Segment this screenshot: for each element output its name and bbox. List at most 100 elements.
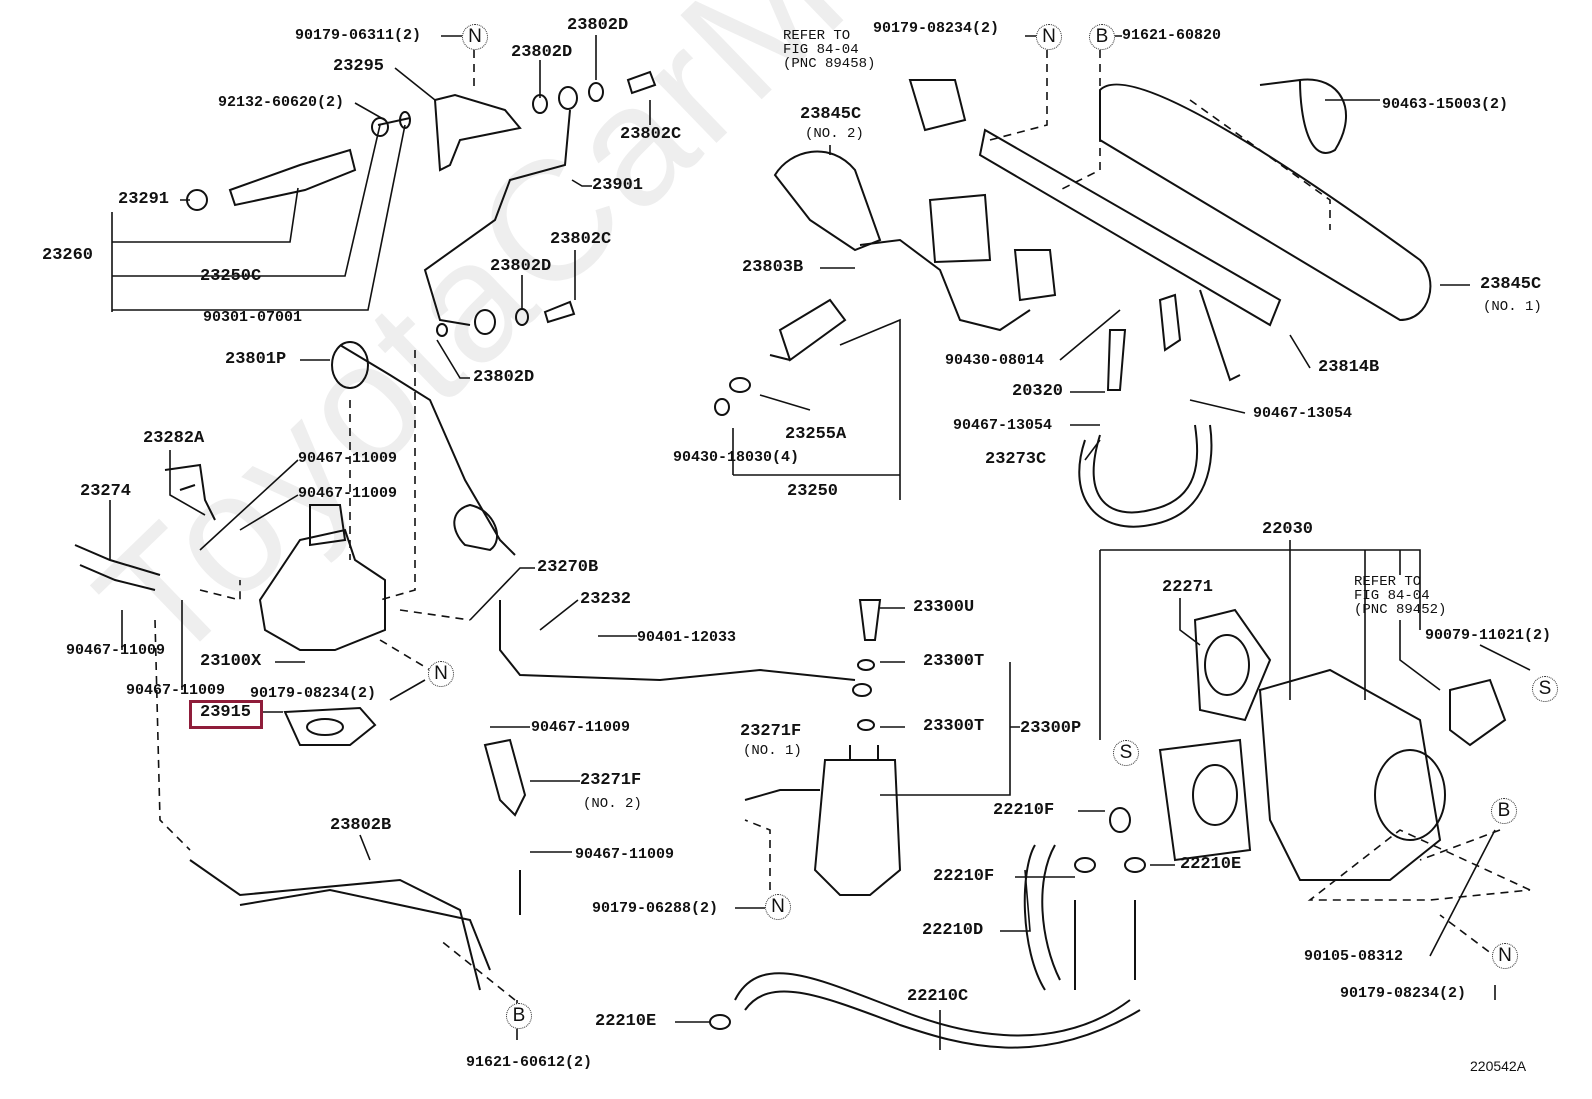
pressure-regulator <box>258 528 386 651</box>
part-label[interactable]: 23802C <box>550 230 612 249</box>
part-sublabel: (NO. 1) <box>1483 299 1542 315</box>
part-label[interactable]: 22210C <box>907 987 969 1006</box>
leader-lines <box>109 35 1531 1050</box>
part-label[interactable]: 23300P <box>1020 719 1082 738</box>
marker-b[interactable]: B <box>1089 24 1115 50</box>
part-label[interactable]: 90430-18030(4) <box>673 449 800 466</box>
part-label[interactable]: 20320 <box>1012 382 1064 401</box>
pipe-23803b <box>859 238 1031 332</box>
part-label[interactable]: 90467-11009 <box>575 846 675 863</box>
part-label[interactable]: 23100X <box>200 652 262 671</box>
part-label[interactable]: 90179-06288(2) <box>592 900 719 917</box>
refer-note-89452: REFER TO FIG 84-04 (PNC 89452) <box>1354 574 1447 618</box>
part-label[interactable]: 22210E <box>1180 855 1242 874</box>
part-label[interactable]: 90467-11009 <box>66 642 166 659</box>
marker-n[interactable]: N <box>1492 943 1518 969</box>
part-label[interactable]: 91621-60820 <box>1122 27 1222 44</box>
pipe-23271f <box>499 600 856 682</box>
part-label[interactable]: 23260 <box>42 246 94 265</box>
part-label[interactable]: 23801P <box>225 350 287 369</box>
part-label[interactable]: 23300U <box>913 598 975 617</box>
part-label[interactable]: 90467-11009 <box>298 485 398 502</box>
part-label[interactable]: 23232 <box>580 590 632 609</box>
part-label[interactable]: 90430-08014 <box>945 352 1045 369</box>
part-label[interactable]: 90401-12033 <box>637 629 737 646</box>
part-label[interactable]: 22210F <box>993 801 1055 820</box>
fuel-rail <box>978 128 1282 327</box>
part-label[interactable]: 23274 <box>80 482 132 501</box>
part-label[interactable]: 22210E <box>595 1012 657 1031</box>
part-label[interactable]: 23814B <box>1318 358 1380 377</box>
part-label[interactable]: 90301-07001 <box>203 309 303 326</box>
part-label[interactable]: 22271 <box>1162 578 1214 597</box>
refer-note-89458: REFER TO FIG 84-04 (PNC 89458) <box>783 28 876 72</box>
part-label[interactable]: 90463-15003(2) <box>1382 96 1509 113</box>
part-label[interactable]: 23273C <box>985 450 1047 469</box>
part-label[interactable]: 22210F <box>933 867 995 886</box>
marker-n[interactable]: N <box>765 894 791 920</box>
part-label[interactable]: 23802B <box>330 816 392 835</box>
throttle-body <box>1258 668 1442 881</box>
part-label[interactable]: 22030 <box>1262 520 1314 539</box>
marker-b[interactable]: B <box>506 1003 532 1029</box>
hose-23845c-2 <box>773 150 882 252</box>
diagram-code: 220542A <box>1470 1058 1527 1074</box>
part-label[interactable]: 90179-08234(2) <box>1340 985 1467 1002</box>
part-label[interactable]: 23803B <box>742 258 804 277</box>
part-label[interactable]: 90467-11009 <box>531 719 631 736</box>
part-label[interactable]: 90105-08312 <box>1304 948 1404 965</box>
intake-plenum <box>1099 83 1432 322</box>
part-label[interactable]: 22210D <box>922 921 984 940</box>
part-label[interactable]: 90467-13054 <box>1253 405 1353 422</box>
part-label[interactable]: 23802C <box>620 125 682 144</box>
tie-strap <box>1259 78 1347 154</box>
part-label[interactable]: 23845C <box>1480 275 1542 294</box>
part-label[interactable]: 90467-11009 <box>126 682 226 699</box>
pipe-23802b <box>189 859 521 991</box>
marker-s[interactable]: S <box>1113 740 1139 766</box>
part-label[interactable]: 23802D <box>511 43 573 62</box>
part-sublabel: (NO. 1) <box>743 743 802 759</box>
injector <box>228 148 357 207</box>
fuel-filter <box>813 759 902 896</box>
part-label[interactable]: 91621-60612(2) <box>466 1054 593 1071</box>
marker-s[interactable]: S <box>1532 676 1558 702</box>
hose-23271f-2 <box>483 738 527 817</box>
part-label[interactable]: 23802D <box>473 368 535 387</box>
part-label[interactable]: 23845C <box>800 105 862 124</box>
part-label[interactable]: 23291 <box>118 190 170 209</box>
part-label-highlighted[interactable]: 23915 <box>200 703 252 722</box>
marker-n[interactable]: N <box>428 661 454 687</box>
part-label[interactable]: 90179-08234(2) <box>250 685 377 702</box>
part-label[interactable]: 23300T <box>923 652 985 671</box>
part-label[interactable]: 23802D <box>490 257 552 276</box>
part-label[interactable]: 23282A <box>143 429 205 448</box>
part-label[interactable]: 23295 <box>333 57 385 76</box>
marker-n[interactable]: N <box>462 24 488 50</box>
marker-n[interactable]: N <box>1036 24 1062 50</box>
gasket-22271 <box>1193 608 1272 722</box>
part-label[interactable]: 90179-08234(2) <box>873 20 1000 37</box>
marker-b[interactable]: B <box>1491 798 1517 824</box>
part-label[interactable]: 90179-06311(2) <box>295 27 422 44</box>
hose-22210d <box>1023 844 1136 991</box>
part-label[interactable]: 90467-13054 <box>953 417 1053 434</box>
part-label[interactable]: 23255A <box>785 425 847 444</box>
part-label[interactable]: 23270B <box>537 558 599 577</box>
part-label[interactable]: 23802D <box>567 16 629 35</box>
part-label[interactable]: 92132-60620(2) <box>218 94 345 111</box>
sensor-23250 <box>769 298 847 362</box>
part-sublabel: (NO. 2) <box>805 126 864 142</box>
part-label[interactable]: 23250 <box>787 482 839 501</box>
injector-holder <box>433 93 522 172</box>
part-label[interactable]: 23271F <box>740 722 802 741</box>
part-label[interactable]: 23300T <box>923 717 985 736</box>
part-label[interactable]: 23901 <box>592 176 644 195</box>
part-label[interactable]: 23250C <box>200 267 262 286</box>
highlight-box <box>189 700 263 729</box>
part-label[interactable]: 23271F <box>580 771 642 790</box>
part-label[interactable]: 90079-11021(2) <box>1425 627 1552 644</box>
part-label[interactable]: 90467-11009 <box>298 450 398 467</box>
